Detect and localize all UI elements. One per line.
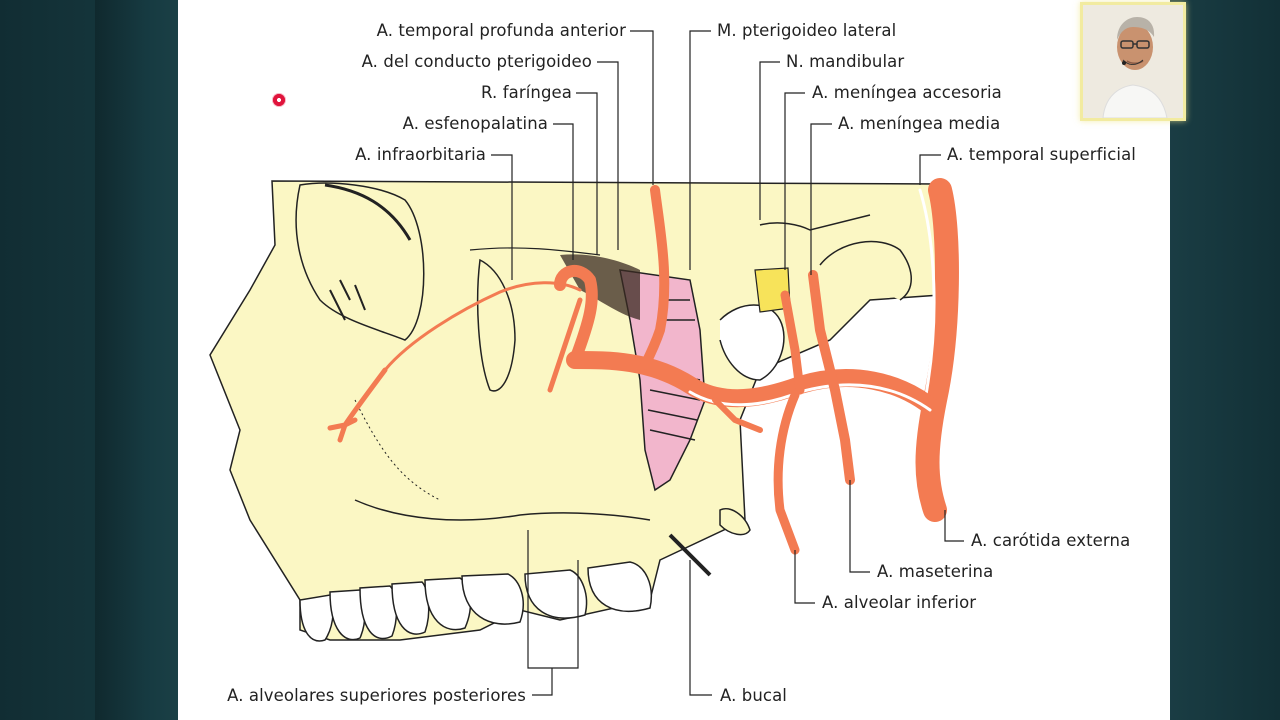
webcam-overlay — [1080, 2, 1186, 121]
label-bucal: A. bucal — [720, 686, 787, 705]
teeth — [299, 561, 652, 642]
label-mandibular: N. mandibular — [786, 52, 905, 71]
label-carotida-externa: A. carótida externa — [971, 531, 1131, 550]
label-esfenopalatina: A. esfenopalatina — [402, 114, 548, 133]
label-infraorbitaria: A. infraorbitaria — [355, 145, 486, 164]
label-faringea: R. faríngea — [481, 83, 572, 102]
left-border — [95, 0, 180, 720]
label-conducto-pterigoideo: A. del conducto pterigoideo — [361, 52, 592, 71]
right-border — [1168, 0, 1280, 720]
label-alveolar-inferior: A. alveolar inferior — [822, 593, 977, 612]
presenter-avatar — [1083, 5, 1183, 118]
laser-pointer-icon — [272, 93, 286, 107]
label-alveolares-superiores: A. alveolares superiores posteriores — [227, 686, 526, 705]
label-temporal-superficial: A. temporal superficial — [947, 145, 1136, 164]
label-pterigoideo-lateral: M. pterigoideo lateral — [717, 21, 897, 40]
label-meningea-media: A. meníngea media — [838, 114, 1001, 133]
label-maseterina: A. maseterina — [877, 562, 994, 581]
label-temporal-profunda-anterior: A. temporal profunda anterior — [376, 21, 626, 40]
orbit — [295, 182, 425, 341]
leader-lines — [491, 30, 964, 696]
artery-network — [327, 178, 959, 555]
label-meningea-accesoria: A. meníngea accesoria — [812, 83, 1002, 102]
